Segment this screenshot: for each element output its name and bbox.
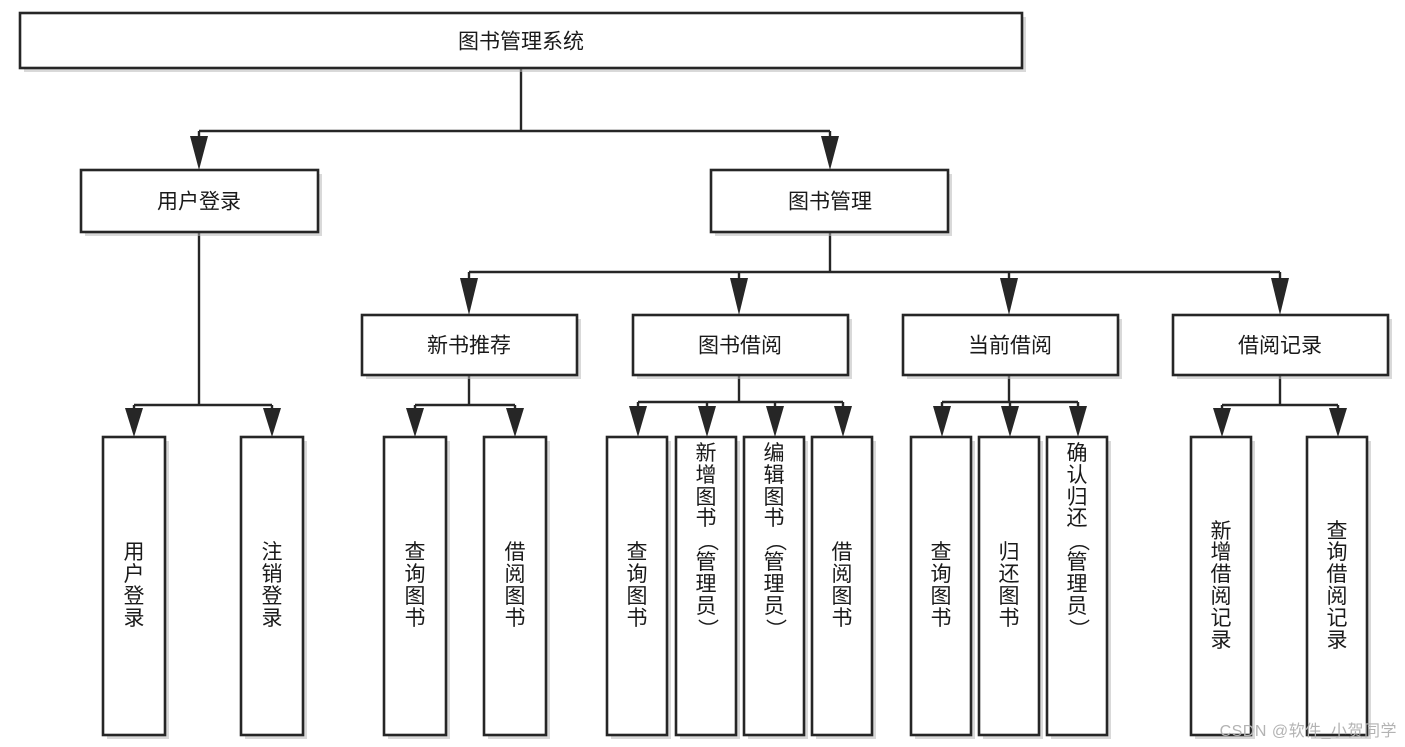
leaf-box-e2[interactable] — [1305, 435, 1369, 737]
arrow-head-l2-3 — [1000, 278, 1018, 315]
arrow-head-leaf-c2 — [698, 406, 716, 437]
leaf-box-d1[interactable] — [909, 435, 973, 737]
arrow-head-leaf-d1 — [933, 406, 951, 437]
arrow-head-book-mgmt — [821, 136, 839, 170]
node-box-current-borrow[interactable] — [901, 313, 1120, 377]
node-box-book-mgmt[interactable] — [709, 168, 950, 234]
arrow-head-leaf-a2 — [263, 408, 281, 437]
arrow-head-leaf-a1 — [125, 408, 143, 437]
node-label-new-book: 新书推荐 — [427, 335, 511, 358]
arrow-head-leaf-e1 — [1213, 408, 1231, 437]
arrow-head-leaf-c3 — [766, 406, 784, 437]
leaf-box-c1[interactable] — [605, 435, 669, 737]
node-layer — [18, 11, 1392, 739]
leaf-box-a2[interactable] — [239, 435, 305, 737]
arrow-head-user-login — [190, 136, 208, 170]
root-node-box[interactable] — [18, 11, 1024, 70]
leaf-box-e1[interactable] — [1189, 435, 1253, 737]
leaf-box-d2[interactable] — [977, 435, 1041, 737]
arrow-head-leaf-e2 — [1329, 408, 1347, 437]
leaf-box-b2[interactable] — [482, 435, 548, 737]
node-label-book-mgmt: 图书管理 — [788, 191, 872, 214]
leaf-box-a1[interactable] — [101, 435, 167, 737]
csdn-watermark: CSDN @软件_小贺同学 — [1219, 723, 1397, 740]
arrow-head-l2-4 — [1271, 278, 1289, 315]
arrow-head-leaf-b1 — [406, 408, 424, 437]
node-label-user-login: 用户登录 — [157, 191, 241, 214]
root-node-label: 图书管理系统 — [458, 31, 584, 54]
label-layer: 图书管理系统 用户登录 图书管理 新书推荐 图书借阅 当前借阅 借阅记录 — [157, 31, 1322, 358]
node-box-user-login[interactable] — [79, 168, 320, 234]
leaf-box-b1[interactable] — [382, 435, 448, 737]
node-label-borrow-record: 借阅记录 — [1238, 335, 1322, 358]
arrow-head-l2-1 — [460, 278, 478, 315]
leaf-box-c3[interactable] — [742, 435, 806, 737]
arrow-head-leaf-d2 — [1001, 406, 1019, 437]
node-box-borrow-record[interactable] — [1171, 313, 1390, 377]
arrow-head-leaf-d3 — [1069, 406, 1087, 437]
leaf-box-c4[interactable] — [810, 435, 874, 737]
node-label-current-borrow: 当前借阅 — [968, 335, 1052, 358]
node-box-new-book[interactable] — [360, 313, 579, 377]
node-label-book-borrow: 图书借阅 — [698, 335, 782, 358]
arrow-head-l2-2 — [730, 278, 748, 315]
leaf-box-c2[interactable] — [674, 435, 738, 737]
arrow-head-leaf-c4 — [834, 406, 852, 437]
connector-layer — [125, 68, 1347, 437]
leaf-box-d3[interactable] — [1045, 435, 1109, 737]
arrow-head-leaf-b2 — [506, 408, 524, 437]
arrow-head-leaf-c1 — [629, 406, 647, 437]
node-box-book-borrow[interactable] — [631, 313, 850, 377]
